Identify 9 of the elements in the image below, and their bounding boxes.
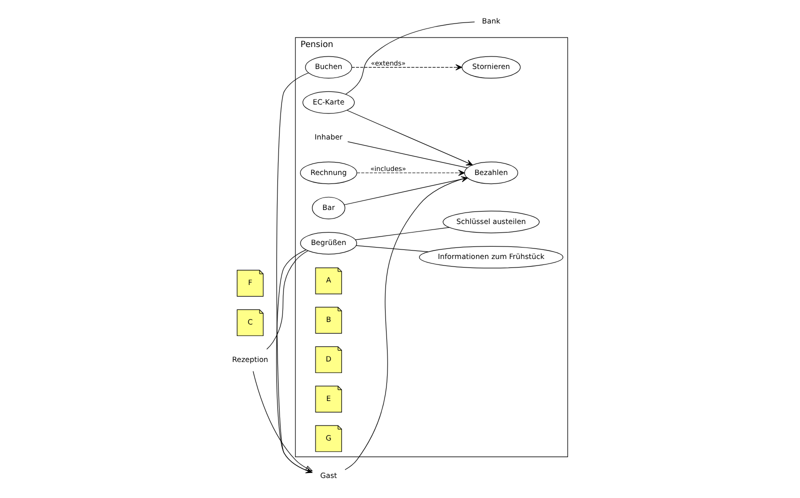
- arrow: [352, 64, 462, 70]
- connector: [345, 22, 475, 94]
- connector: [355, 227, 450, 240]
- arrow: [252, 370, 313, 472]
- connector: [266, 250, 308, 350]
- connector: [356, 245, 429, 252]
- arrow: [346, 110, 473, 166]
- arrow: [356, 170, 465, 176]
- connector: [347, 141, 468, 168]
